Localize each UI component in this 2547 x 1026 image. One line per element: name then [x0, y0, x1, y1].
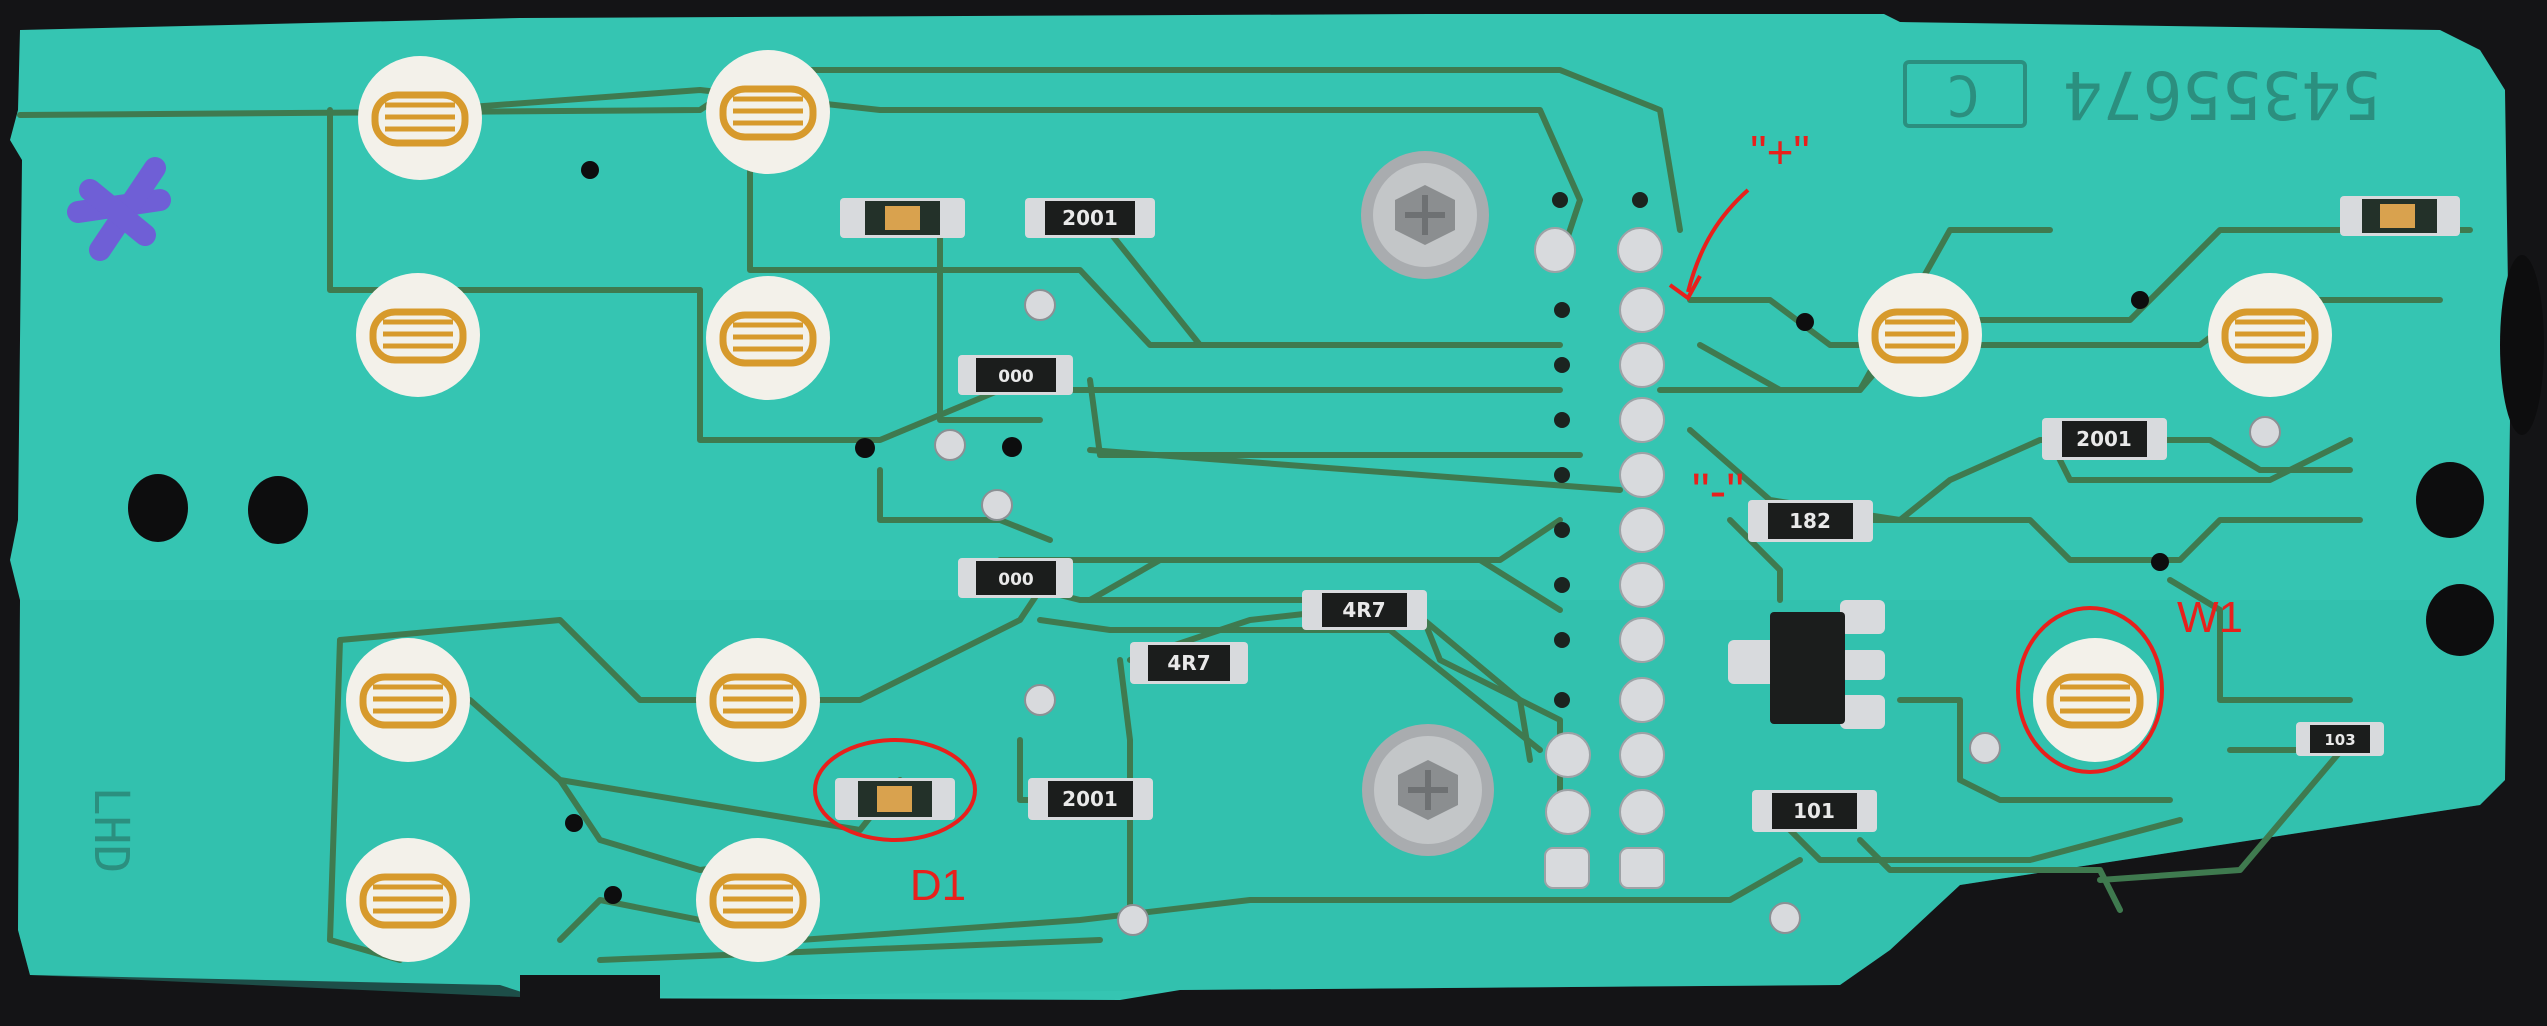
- resistor-label: 4R7: [1342, 598, 1385, 622]
- transistor-sot: [1728, 600, 1885, 729]
- revision-label: C: [1946, 62, 1980, 127]
- resistor-label: 000: [998, 367, 1034, 387]
- w1-circle: [2016, 606, 2164, 774]
- resistor-000-a: 000: [958, 355, 1073, 395]
- led-top-left: [840, 198, 965, 238]
- resistor-182: 182: [1748, 500, 1873, 542]
- plus-arrow: [1686, 188, 1750, 293]
- light-sensor-w1: [2033, 638, 2157, 762]
- resistor-101: 101: [1752, 790, 1877, 832]
- resistor-label: 182: [1789, 509, 1831, 533]
- resistor-label: 000: [998, 570, 1034, 590]
- mounting-holes: [128, 255, 2544, 656]
- led-d1: [835, 778, 955, 820]
- top-edge-cut-left: [380, 0, 610, 14]
- screw: [1361, 151, 1489, 279]
- resistor-2001-right: 2001: [2042, 418, 2167, 460]
- light-sensors: [346, 50, 2332, 962]
- light-sensor: [356, 273, 480, 397]
- resistor-label: 2001: [1062, 787, 1118, 811]
- resistor-2001-top: 2001: [1025, 198, 1155, 238]
- d1-circle: [813, 738, 977, 842]
- d1-label: D1: [910, 861, 966, 910]
- screw: [1362, 724, 1494, 856]
- top-edge-cut: [1160, 0, 1920, 14]
- connector-pads: [1534, 192, 1665, 889]
- light-sensor: [346, 638, 470, 762]
- resistor-label: 2001: [2076, 427, 2132, 451]
- resistor-000-b: 000: [958, 558, 1073, 598]
- side-label: LHD: [83, 787, 139, 874]
- resistor-4r7-a: 4R7: [1302, 590, 1427, 630]
- resistor-4r7-b: 4R7: [1130, 642, 1248, 684]
- resistor-label: 103: [2324, 731, 2355, 749]
- traces: [17, 67, 2473, 963]
- part-number-silkscreen: C 54355674: [1903, 56, 2381, 133]
- light-sensor: [696, 838, 820, 962]
- light-sensor: [2208, 273, 2332, 397]
- light-sensor: [358, 56, 482, 180]
- plus-label: "+": [1750, 126, 1810, 178]
- resistor-label: 2001: [1062, 206, 1118, 230]
- marker-x: [67, 157, 171, 261]
- part-number: 54355674: [2063, 56, 2381, 133]
- light-sensor: [346, 838, 470, 962]
- led-top-right: [2340, 196, 2460, 236]
- resistor-label: 101: [1793, 799, 1835, 823]
- vias: [565, 161, 2281, 936]
- light-sensor: [1858, 273, 1982, 397]
- pcb-board: [10, 12, 2510, 1000]
- annotations: "+" "-" D1 W1: [813, 126, 2243, 910]
- resistor-label: 4R7: [1167, 651, 1210, 675]
- bottom-notch: [520, 975, 660, 1026]
- light-sensor: [696, 638, 820, 762]
- w1-label: W1: [2177, 593, 2243, 642]
- light-sensor: [706, 276, 830, 400]
- resistor-2001-mid: 2001: [1028, 778, 1153, 820]
- minus-label: "-": [1692, 463, 1744, 519]
- arrow-head: [1668, 275, 1702, 301]
- resistor-103: 103: [2296, 722, 2384, 756]
- light-sensor: [706, 50, 830, 174]
